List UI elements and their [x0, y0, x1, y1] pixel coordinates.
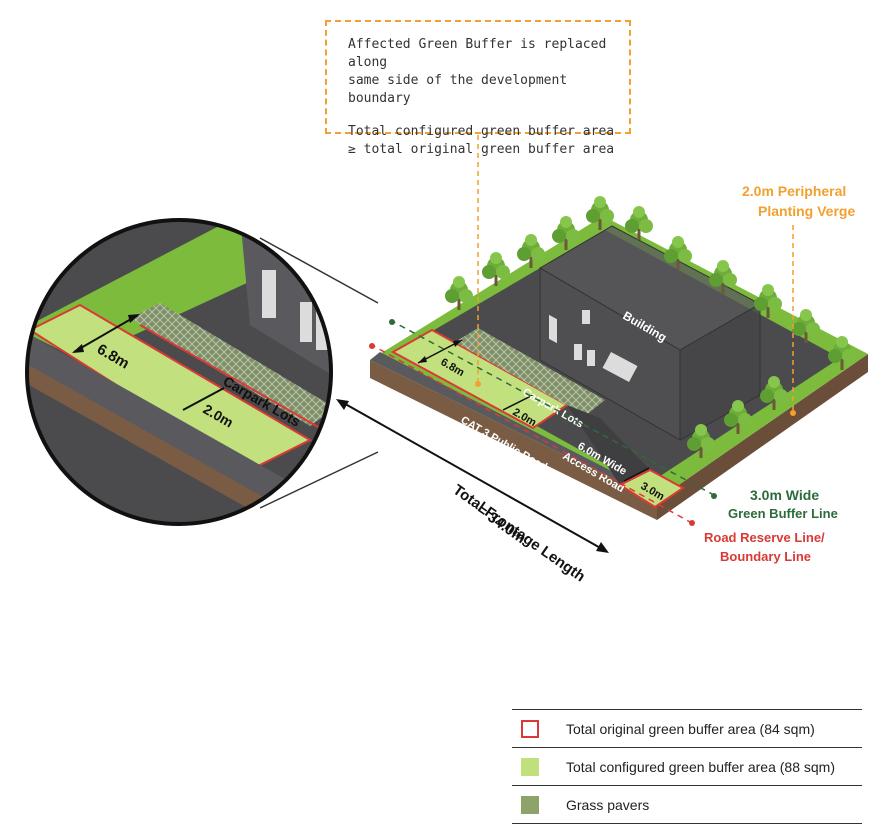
legend-row-configured: Total configured green buffer area (88 s… [512, 748, 862, 786]
road-reserve-label-1: Road Reserve Line/ [704, 530, 825, 545]
legend-label-original: Total original green buffer area (84 sqm… [566, 720, 815, 737]
configured-buffer-front [393, 330, 567, 428]
legend-row-pavers: Grass pavers [512, 786, 862, 824]
legend-row-original: Total original green buffer area (84 sqm… [512, 710, 862, 748]
legend-swatch-light-green [521, 757, 539, 776]
note-line-2: same side of the development boundary [348, 73, 568, 106]
note-box: Affected Green Buffer is replaced along … [325, 20, 631, 157]
grass-pavers [455, 328, 605, 416]
note-line-4: ≥ total original green buffer area [348, 142, 615, 157]
legend-label-configured: Total configured green buffer area (88 s… [566, 758, 836, 775]
buffer-3m [617, 468, 685, 509]
legend: Total original green buffer area (84 sqm… [512, 709, 862, 824]
legend-swatch-outline [521, 719, 539, 738]
road-reserve-label-2: Boundary Line [720, 549, 811, 564]
green-line-label-2: Green Buffer Line [728, 506, 838, 521]
note-line-1: Affected Green Buffer is replaced along [348, 37, 607, 70]
verge-label-2: Planting Verge [758, 203, 855, 219]
frontage-arrow [339, 400, 605, 551]
green-line-label-1: 3.0m Wide [750, 487, 819, 503]
note-line-3: Total configured green buffer area [348, 124, 615, 139]
legend-swatch-pavers [521, 795, 539, 814]
zoom-circle [25, 218, 333, 526]
verge-label-1: 2.0m Peripheral [742, 183, 846, 199]
legend-label-pavers: Grass pavers [566, 796, 650, 813]
